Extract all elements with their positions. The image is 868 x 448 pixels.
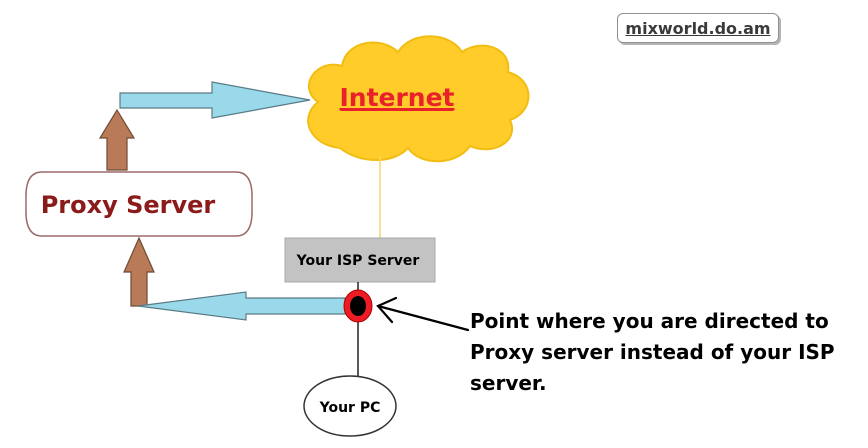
internet-label: Internet <box>339 83 454 112</box>
proxy-server-label: Proxy Server <box>41 191 216 219</box>
proxy-server-box <box>25 171 253 237</box>
arrow-to-proxy <box>137 291 346 321</box>
isp-server-box <box>284 237 436 283</box>
arrow-to-internet <box>119 81 311 119</box>
your-pc-label: Your PC <box>319 400 381 416</box>
up-arrow-upper <box>98 108 136 171</box>
pointer-arrow <box>376 296 470 332</box>
isp-server-label: Your ISP Server <box>296 253 420 269</box>
your-pc-ellipse <box>303 375 397 437</box>
redirect-junction-core <box>350 296 366 316</box>
internet-cloud <box>307 35 530 163</box>
up-arrow-lower <box>123 236 155 307</box>
watermark: mixworld.do.am <box>617 13 779 43</box>
redirect-annotation: Point where you are directed to Proxy se… <box>470 309 835 395</box>
